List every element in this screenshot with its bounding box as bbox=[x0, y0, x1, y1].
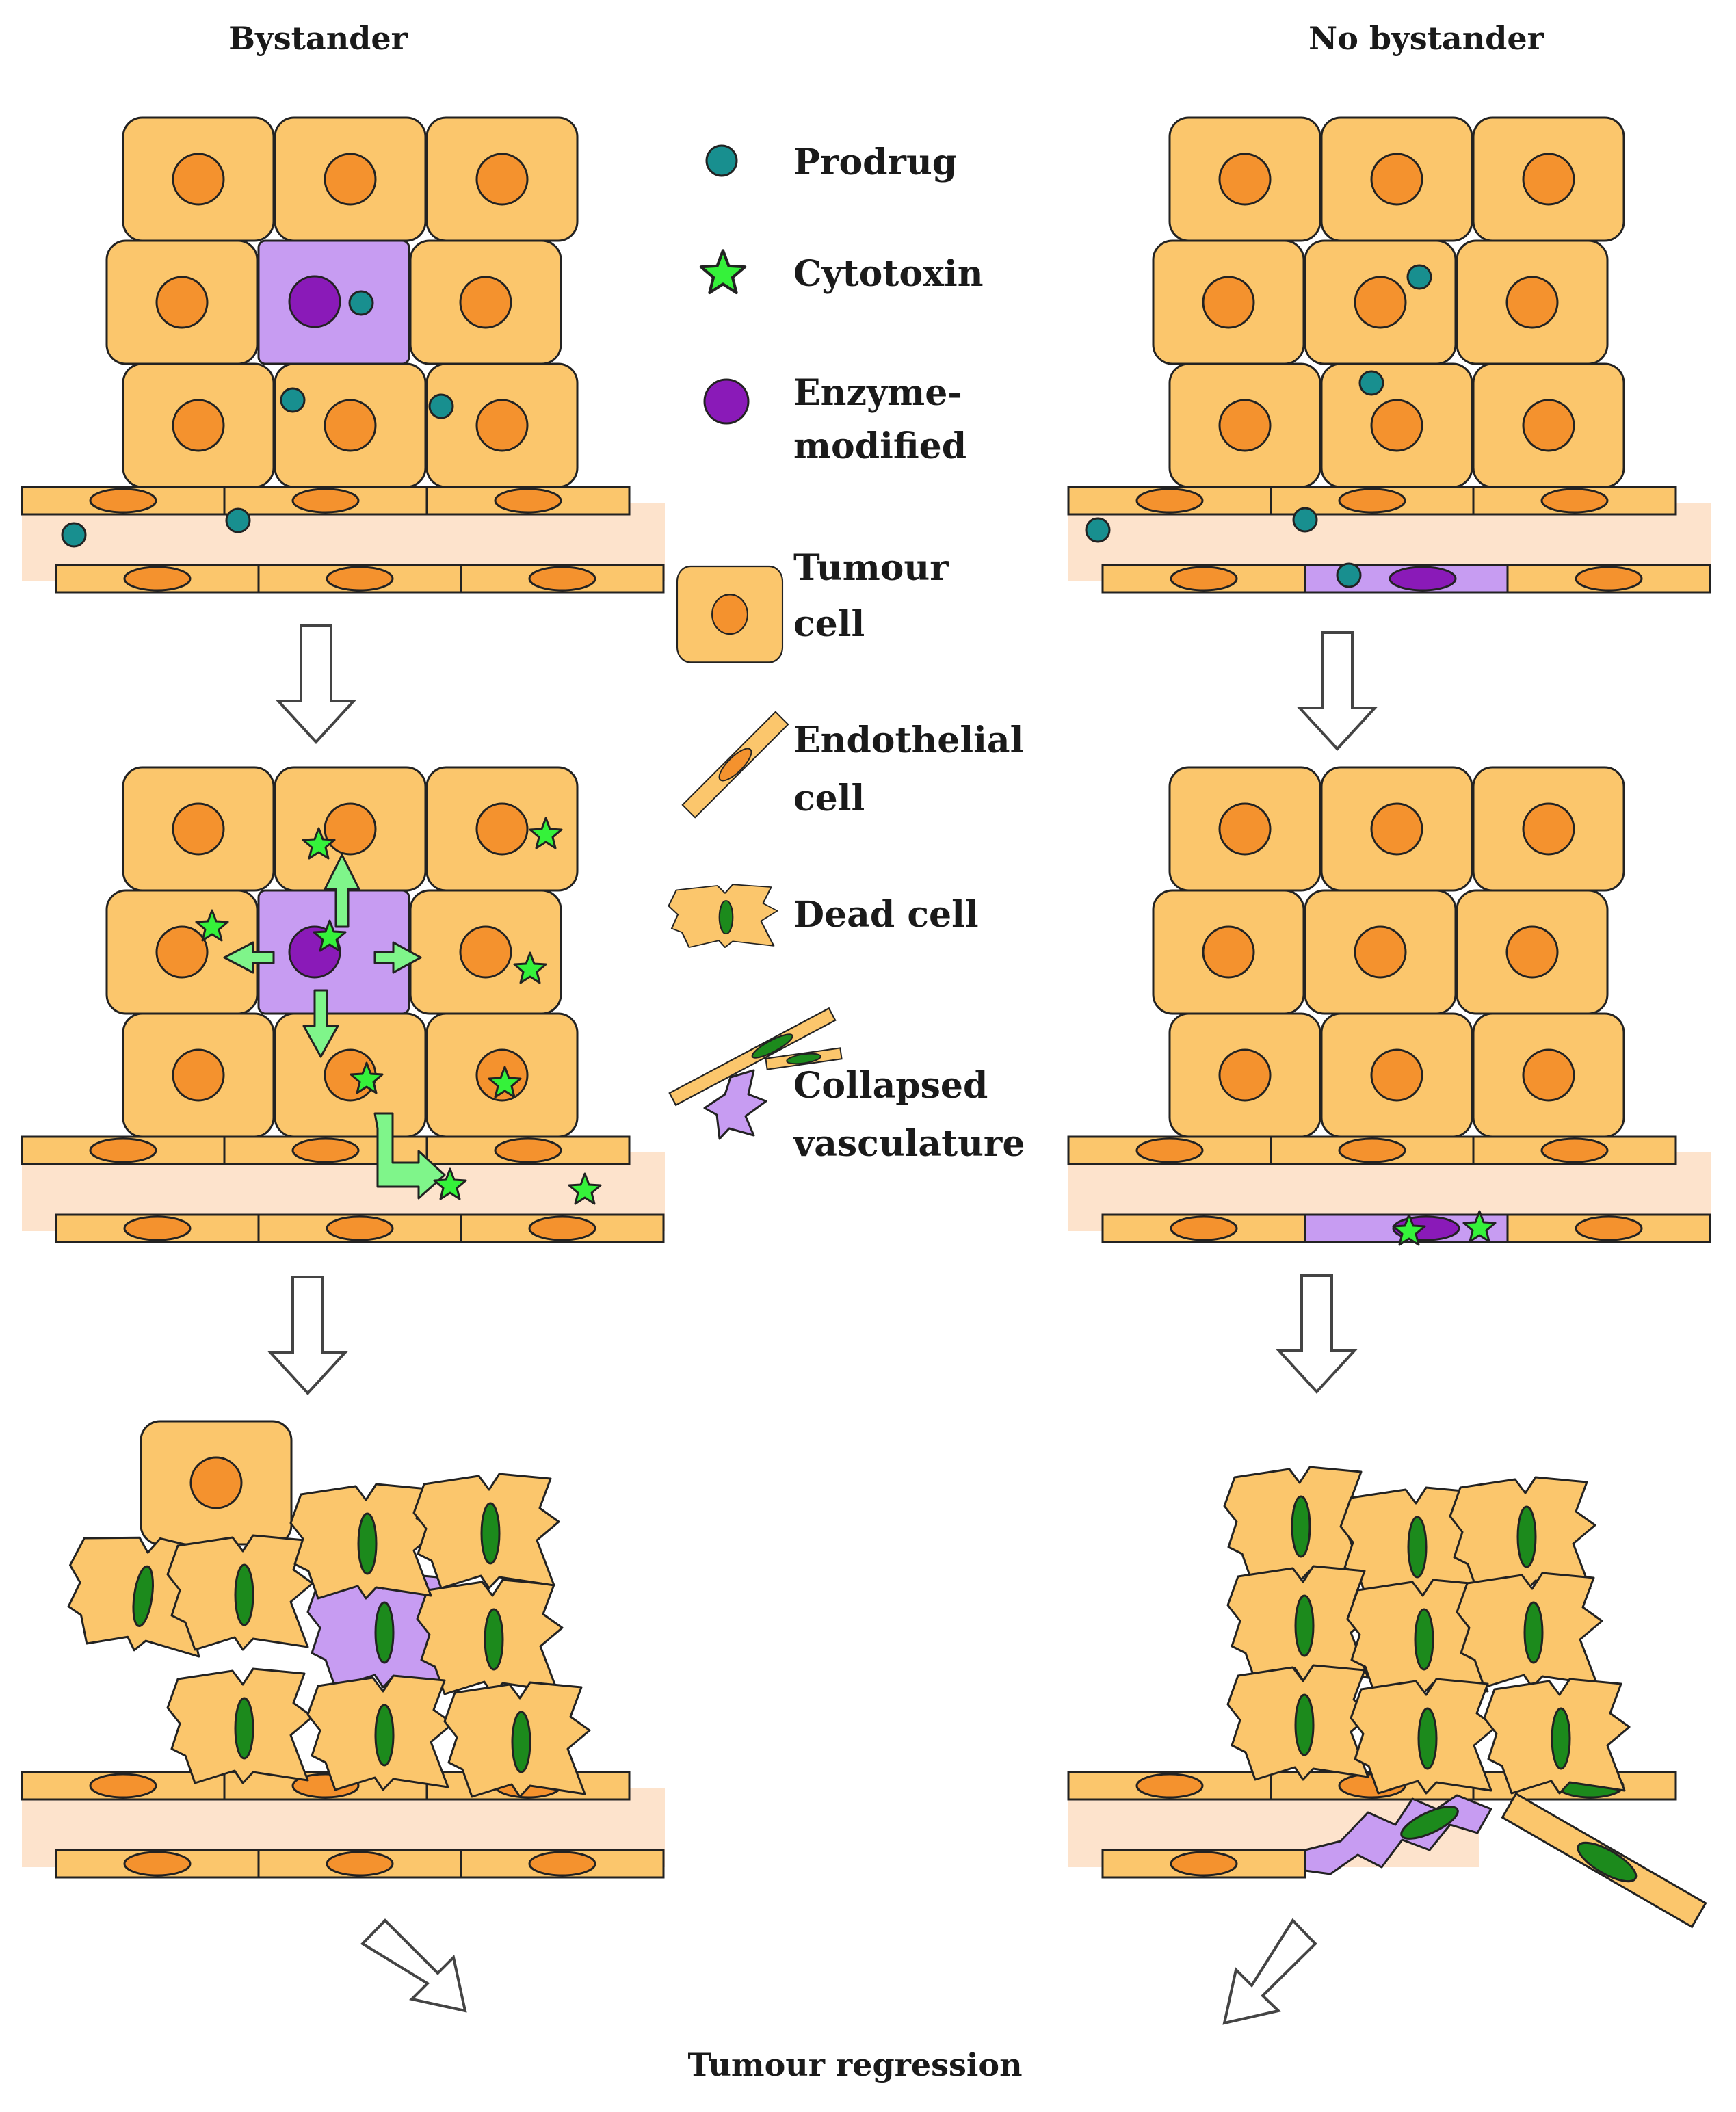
panel-bystander-activation bbox=[21, 766, 665, 1243]
no-bystander-title: No bystander bbox=[1308, 20, 1544, 57]
legend-dead-cell: Dead cell bbox=[668, 884, 979, 949]
legend-prodrug: Prodrug bbox=[705, 142, 957, 183]
panel-bystander-initial bbox=[21, 116, 665, 594]
diagonal-arrow-icon bbox=[360, 1918, 467, 2013]
cytotoxin-icon bbox=[701, 250, 745, 293]
bystander-title: Bystander bbox=[228, 20, 408, 57]
vessel bbox=[21, 486, 665, 594]
arrow-down-icon bbox=[1278, 1274, 1356, 1393]
legend-collapsed-vasculature: Collapsed vasculature bbox=[668, 1007, 1025, 1165]
enzyme-icon bbox=[703, 378, 750, 425]
legend-collapsed-label-2: vasculature bbox=[793, 1123, 1025, 1165]
legend-endothelial-label-1: Endothelial bbox=[793, 720, 1023, 761]
collapsed-vasculature-icon bbox=[668, 1007, 843, 1140]
panel-no-bystander-activation bbox=[1067, 766, 1711, 1246]
vessel-collapsed bbox=[1067, 1771, 1707, 1929]
panel-bystander-result bbox=[21, 1420, 665, 2013]
legend-endothelial-cell: Endothelial cell bbox=[681, 711, 1023, 819]
dead-cell-icon bbox=[668, 884, 778, 949]
tumour-regression-label: Tumour regression bbox=[687, 2046, 1022, 2083]
legend-enzyme: Enzyme- modified bbox=[703, 372, 966, 467]
tumour-cell-icon bbox=[676, 565, 784, 663]
tumour-cells bbox=[1152, 766, 1625, 1138]
legend-enzyme-label-2: modified bbox=[793, 425, 966, 467]
arrow-down-icon bbox=[277, 624, 355, 743]
legend-tumour-label-2: cell bbox=[793, 603, 865, 645]
legend-collapsed-label-1: Collapsed bbox=[793, 1065, 988, 1107]
diffusion-arrows bbox=[223, 854, 446, 1200]
surviving-tumour-cell bbox=[140, 1420, 293, 1546]
panel-no-bystander-result bbox=[1067, 1466, 1707, 2025]
legend-cytotoxin: Cytotoxin bbox=[701, 250, 984, 295]
prodrug-icon bbox=[705, 144, 738, 177]
legend-tumour-cell: Tumour cell bbox=[676, 547, 949, 663]
arrow-down-icon bbox=[1298, 631, 1376, 750]
diagonal-arrow-icon bbox=[1222, 1918, 1317, 2025]
vessel bbox=[1067, 1135, 1711, 1246]
legend-cytotoxin-label: Cytotoxin bbox=[793, 253, 984, 295]
vessel bbox=[1067, 486, 1711, 594]
legend-dead-label: Dead cell bbox=[793, 894, 979, 936]
tumour-cells bbox=[1152, 116, 1625, 488]
endothelial-cell-icon bbox=[681, 711, 789, 819]
vessel bbox=[21, 1771, 665, 1879]
arrow-down-icon bbox=[269, 1276, 347, 1395]
panel-no-bystander-initial bbox=[1067, 116, 1711, 594]
vessel bbox=[21, 1135, 665, 1243]
legend: Prodrug Cytotoxin Enzyme- modified Tumou… bbox=[668, 142, 1025, 1165]
legend-prodrug-label: Prodrug bbox=[793, 142, 957, 183]
tumour-cells bbox=[105, 116, 579, 488]
legend-enzyme-label-1: Enzyme- bbox=[793, 372, 962, 414]
enzyme-endothelial-cell bbox=[1304, 564, 1509, 594]
legend-endothelial-label-2: cell bbox=[793, 778, 865, 819]
dead-cells bbox=[58, 1473, 591, 1798]
legend-tumour-label-1: Tumour bbox=[793, 547, 949, 589]
dead-cells bbox=[1223, 1466, 1631, 1795]
